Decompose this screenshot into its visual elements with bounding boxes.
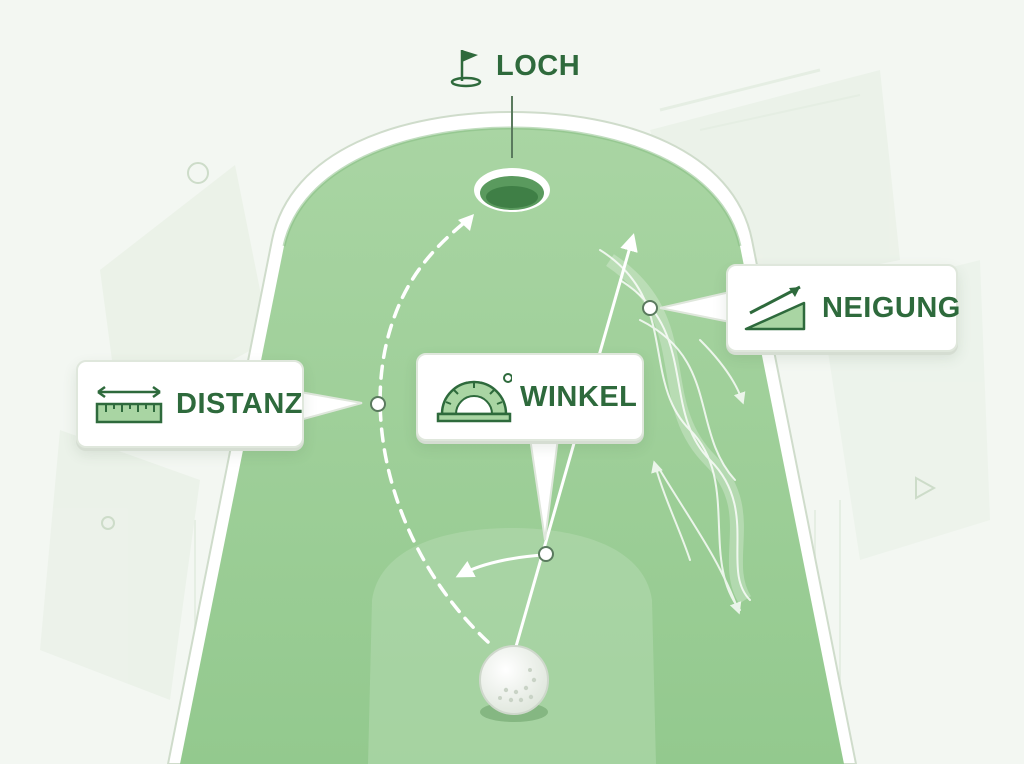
hole-label-text: LOCH [496, 49, 581, 82]
slope-icon [744, 285, 806, 331]
ruler-icon [95, 385, 163, 424]
aim-line [513, 233, 638, 651]
slope-glow [606, 254, 752, 604]
putting-green [180, 128, 844, 764]
protractor-icon [436, 373, 512, 423]
flag-icon [450, 50, 482, 88]
angle-anchor-dot [538, 546, 554, 562]
golf-ball [479, 645, 549, 715]
angle-label: WINKEL [520, 380, 638, 413]
hole-cup-inner [486, 186, 538, 208]
decor-circle [101, 516, 115, 530]
distance-callout: DISTANZ [76, 360, 304, 448]
slope-callout: NEIGUNG [726, 264, 961, 352]
distance-anchor-dot [370, 396, 386, 412]
decor-circle [187, 162, 209, 184]
decor-triangle [915, 476, 937, 500]
ball-dimples [498, 668, 537, 703]
putt-path [378, 216, 490, 644]
putt-path-arrowhead [458, 214, 474, 231]
slope-label: NEIGUNG [822, 291, 961, 324]
hole-label: LOCH [448, 42, 580, 90]
slope-anchor-dot [642, 300, 658, 316]
angle-callout: WINKEL [416, 353, 644, 441]
distance-label: DISTANZ [176, 387, 304, 420]
angle-arc [455, 553, 547, 578]
